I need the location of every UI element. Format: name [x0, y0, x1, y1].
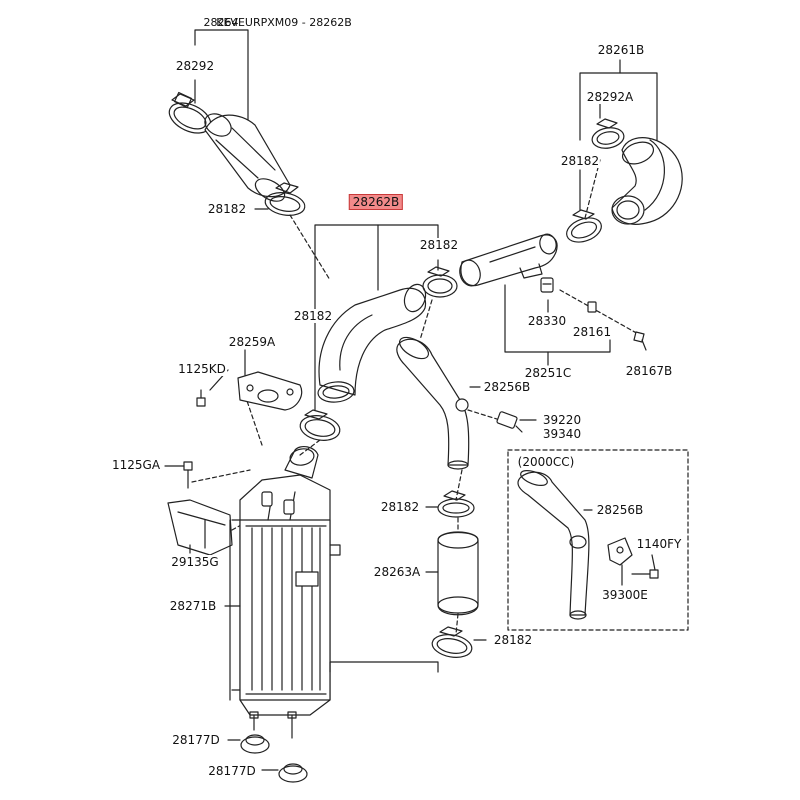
leader-lines-bottom-28262b	[329, 661, 439, 673]
hose-28262b	[317, 283, 427, 403]
label-1140fy[interactable]: 1140FY	[635, 537, 683, 551]
label-28167b[interactable]: 28167B	[624, 364, 674, 378]
label-28182-c[interactable]: 28182	[418, 238, 460, 252]
hose-28263a	[425, 531, 479, 616]
clamp-28182-d	[299, 409, 341, 441]
label-2000cc: (2000CC)	[516, 455, 576, 469]
bolt-1140fy	[631, 554, 659, 579]
label-28292[interactable]: 28292	[174, 59, 216, 73]
clamp-28182-e	[425, 490, 475, 518]
hose-28264	[204, 113, 291, 202]
mount-28177d-a	[227, 734, 270, 754]
label-28251c[interactable]: 28251C	[523, 366, 573, 380]
label-28182-f[interactable]: 28182	[492, 633, 534, 647]
label-28182-d[interactable]: 28182	[292, 309, 334, 323]
pipe-28251c	[459, 233, 558, 287]
label-28256b-a[interactable]: 28256B	[482, 380, 532, 394]
part-28161	[587, 301, 597, 313]
leader-lines-sensor	[467, 386, 537, 421]
leader-lines-28251c	[504, 284, 641, 366]
intercooler-28271b	[224, 445, 341, 739]
label-28177d-a[interactable]: 28177D	[171, 733, 221, 747]
bolt-28167b	[633, 331, 647, 351]
label-28182-b[interactable]: 28182	[559, 154, 601, 168]
label-28263a[interactable]: 28263A	[372, 565, 422, 579]
label-28161[interactable]: 28161	[571, 325, 613, 339]
sensor-39220	[496, 411, 523, 433]
clamp-28182-c	[422, 266, 458, 298]
pipe-28256b-2000cc	[517, 470, 593, 620]
label-28182-a[interactable]: 28182	[206, 202, 248, 216]
label-28177d-b[interactable]: 28177D	[207, 764, 257, 778]
mount-28177d-b	[261, 763, 308, 783]
header-code-overlay: KEVEURPXM09 - 28262B	[216, 16, 352, 29]
label-28292a[interactable]: 28292A	[585, 90, 635, 104]
pipe-28256b	[396, 336, 470, 470]
label-28261b[interactable]: 28261B	[596, 43, 646, 57]
label-39300e[interactable]: 39300E	[601, 588, 649, 602]
label-28271b[interactable]: 28271B	[168, 599, 218, 613]
bolt-1125ga	[164, 461, 251, 489]
label-28259a[interactable]: 28259A	[227, 335, 277, 349]
label-39340[interactable]: 39340	[541, 427, 583, 441]
bolt-1125kd	[196, 389, 206, 407]
bracket-39300e	[607, 537, 633, 586]
hose-28261b	[611, 137, 683, 225]
sensor-28330	[540, 277, 554, 293]
dashed-connectors	[289, 159, 601, 635]
label-28256b-b[interactable]: 28256B	[595, 503, 645, 517]
label-28330[interactable]: 28330	[526, 314, 568, 328]
label-1125kd[interactable]: 1125KD	[177, 362, 227, 376]
clamp-28182-f	[431, 626, 487, 658]
label-28262b-highlighted[interactable]: 28262B	[348, 194, 404, 210]
bracket-28259a	[237, 371, 303, 411]
label-29135g[interactable]: 29135G	[170, 555, 220, 569]
clamp-28182-b	[566, 209, 602, 243]
clamp-28292a	[591, 118, 625, 149]
header-code-top: 28264	[203, 16, 239, 29]
variant-box-2000cc	[507, 449, 689, 631]
bracket-29135g	[167, 499, 251, 556]
label-28182-e[interactable]: 28182	[379, 500, 421, 514]
label-39220[interactable]: 39220	[541, 413, 583, 427]
label-1125ga[interactable]: 1125GA	[110, 458, 162, 472]
clamp-28182-a	[264, 182, 306, 216]
